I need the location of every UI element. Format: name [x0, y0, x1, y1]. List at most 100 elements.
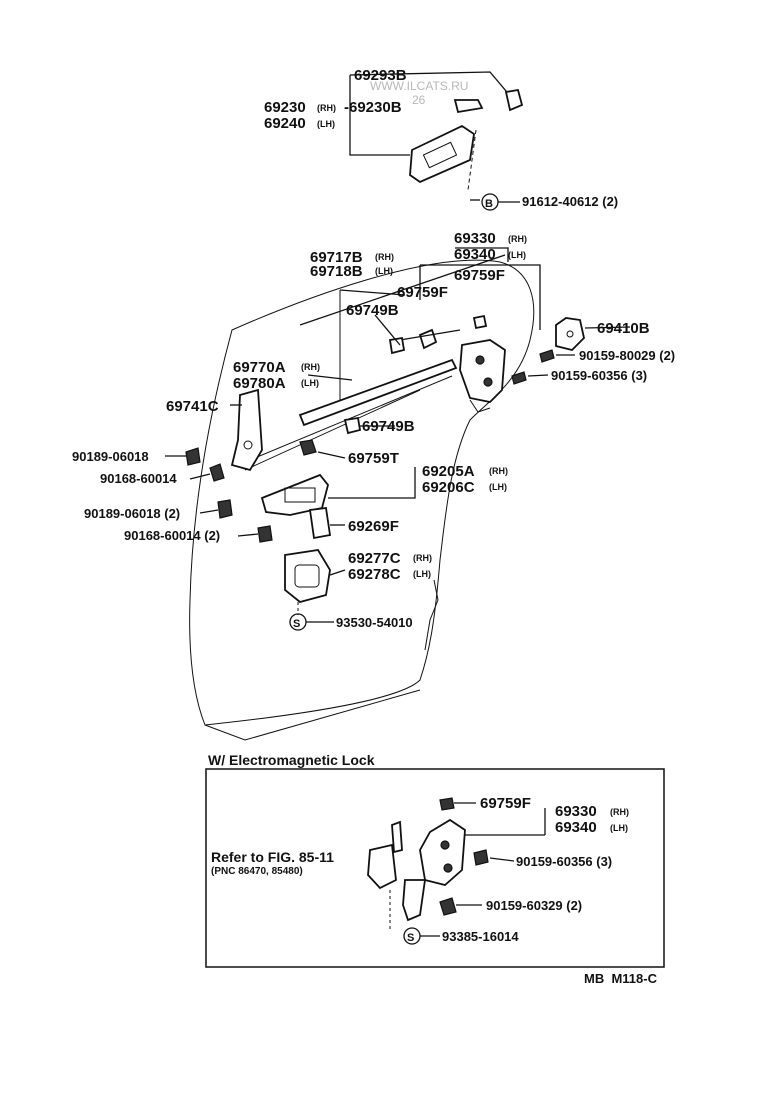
svg-text:B: B: [485, 198, 493, 210]
handle-clip: [504, 88, 524, 112]
remote-control-rod: [244, 290, 458, 471]
part-number: 69759F: [454, 267, 505, 284]
screw: [209, 463, 225, 482]
door-lock-assembly: [399, 247, 541, 413]
clip: [217, 499, 233, 519]
screw-s-marker: S: [289, 613, 334, 631]
clip: [439, 797, 455, 811]
part-number: 69717B: [310, 249, 363, 266]
figure-reference-pnc: (PNC 86470, 85480): [211, 866, 303, 877]
em-lock-bracket: [402, 879, 427, 922]
screw: [439, 897, 457, 916]
part-number: 91612-40612 (2): [522, 194, 618, 209]
part-number: 90159-60356 (3): [516, 854, 612, 869]
part-number: 69759T: [348, 450, 399, 467]
part-number: 69205A: [422, 463, 475, 480]
part-number: 69240: [264, 115, 306, 132]
inset-labels: W/ Electromagnetic Lock 69759F 69330 (RH…: [208, 752, 629, 944]
part-number: 69230: [264, 99, 306, 116]
part-number: 69330: [555, 803, 597, 820]
clip: [185, 447, 201, 466]
part-number: 69749B: [362, 418, 415, 435]
rod-clip: [472, 314, 488, 330]
part-number: 69269F: [348, 518, 399, 535]
part-number: 93385-16014: [442, 929, 519, 944]
part-number: 93530-54010: [336, 615, 413, 630]
em-door-lock: [419, 818, 466, 886]
lock-rod: [298, 358, 458, 427]
part-number: 90168-60014: [100, 471, 177, 486]
part-number: -69230B: [344, 99, 402, 116]
clip: [343, 416, 362, 435]
part-number: 69741C: [166, 398, 219, 415]
handle-bezel: [284, 549, 331, 615]
part-number: 90189-06018 (2): [84, 506, 180, 521]
door-lock: [459, 339, 506, 403]
part-side: (RH): [489, 466, 508, 476]
part-side: (RH): [317, 103, 336, 113]
part-number: 90168-60014 (2): [124, 528, 220, 543]
part-number: 69277C: [348, 550, 401, 567]
watermark-number: 26: [412, 93, 426, 107]
diagram-code: MB M118-C: [584, 971, 658, 986]
part-side: (RH): [610, 807, 629, 817]
inside-handle: [260, 336, 406, 516]
part-side: (RH): [375, 252, 394, 262]
part-number: 90159-80029 (2): [579, 348, 675, 363]
bolt-b-marker: B: [481, 193, 520, 211]
part-number: 69749B: [346, 302, 399, 319]
part-number: 69278C: [348, 566, 401, 583]
inset-screw-s-marker: S: [403, 927, 440, 945]
part-number: 69340: [555, 819, 597, 836]
door-outline: [189, 259, 535, 741]
electromagnetic-lock-assembly: [367, 797, 546, 930]
part-side: (RH): [301, 362, 320, 372]
clip: [388, 336, 406, 355]
part-side: (LH): [610, 823, 628, 833]
part-side: (LH): [301, 378, 319, 388]
part-number: 69780A: [233, 375, 286, 392]
part-number: 69759F: [397, 284, 448, 301]
part-number: 69718B: [310, 263, 363, 280]
screw: [511, 371, 527, 385]
svg-text:S: S: [407, 932, 414, 944]
handle-rod: [453, 99, 484, 114]
part-side: (LH): [317, 119, 335, 129]
handle-pad: [308, 506, 332, 540]
part-number: 69770A: [233, 359, 286, 376]
part-side: (LH): [489, 482, 507, 492]
figure-reference: Refer to FIG. 85-11: [211, 849, 334, 865]
part-side: (RH): [413, 553, 432, 563]
inset-title: W/ Electromagnetic Lock: [208, 752, 375, 768]
part-number: 90159-60329 (2): [486, 898, 582, 913]
part-labels: 69293B 69230 (RH) -69230B 69240 (LH) 916…: [72, 67, 675, 630]
clip: [299, 439, 317, 456]
outside-handle: [409, 124, 475, 184]
striker-plate: [511, 317, 585, 385]
part-side: (LH): [413, 569, 431, 579]
part-number: 69206C: [422, 479, 475, 496]
electromagnetic-lock-box: [205, 768, 665, 968]
part-number: 69293B: [354, 67, 407, 84]
screw: [539, 349, 555, 363]
part-number: 69330: [454, 230, 496, 247]
part-number: 69340: [454, 246, 496, 263]
part-side: (LH): [508, 250, 526, 260]
leader-lines: [165, 254, 631, 651]
part-number: 69759F: [480, 795, 531, 812]
solenoid: [367, 843, 397, 890]
part-side: (RH): [508, 234, 527, 244]
inside-handle-bracket: [185, 388, 273, 543]
part-side: (LH): [375, 266, 393, 276]
outside-handle-assembly: [349, 71, 524, 201]
part-number: 90159-60356 (3): [551, 368, 647, 383]
rod-clip: [418, 328, 438, 350]
screw: [257, 525, 273, 543]
part-number: 90189-06018: [72, 449, 149, 464]
part-number: 69410B: [597, 320, 650, 337]
watermark: WWW.ILCATS.RU: [370, 79, 468, 93]
svg-text:S: S: [293, 618, 300, 630]
screw: [473, 849, 489, 866]
